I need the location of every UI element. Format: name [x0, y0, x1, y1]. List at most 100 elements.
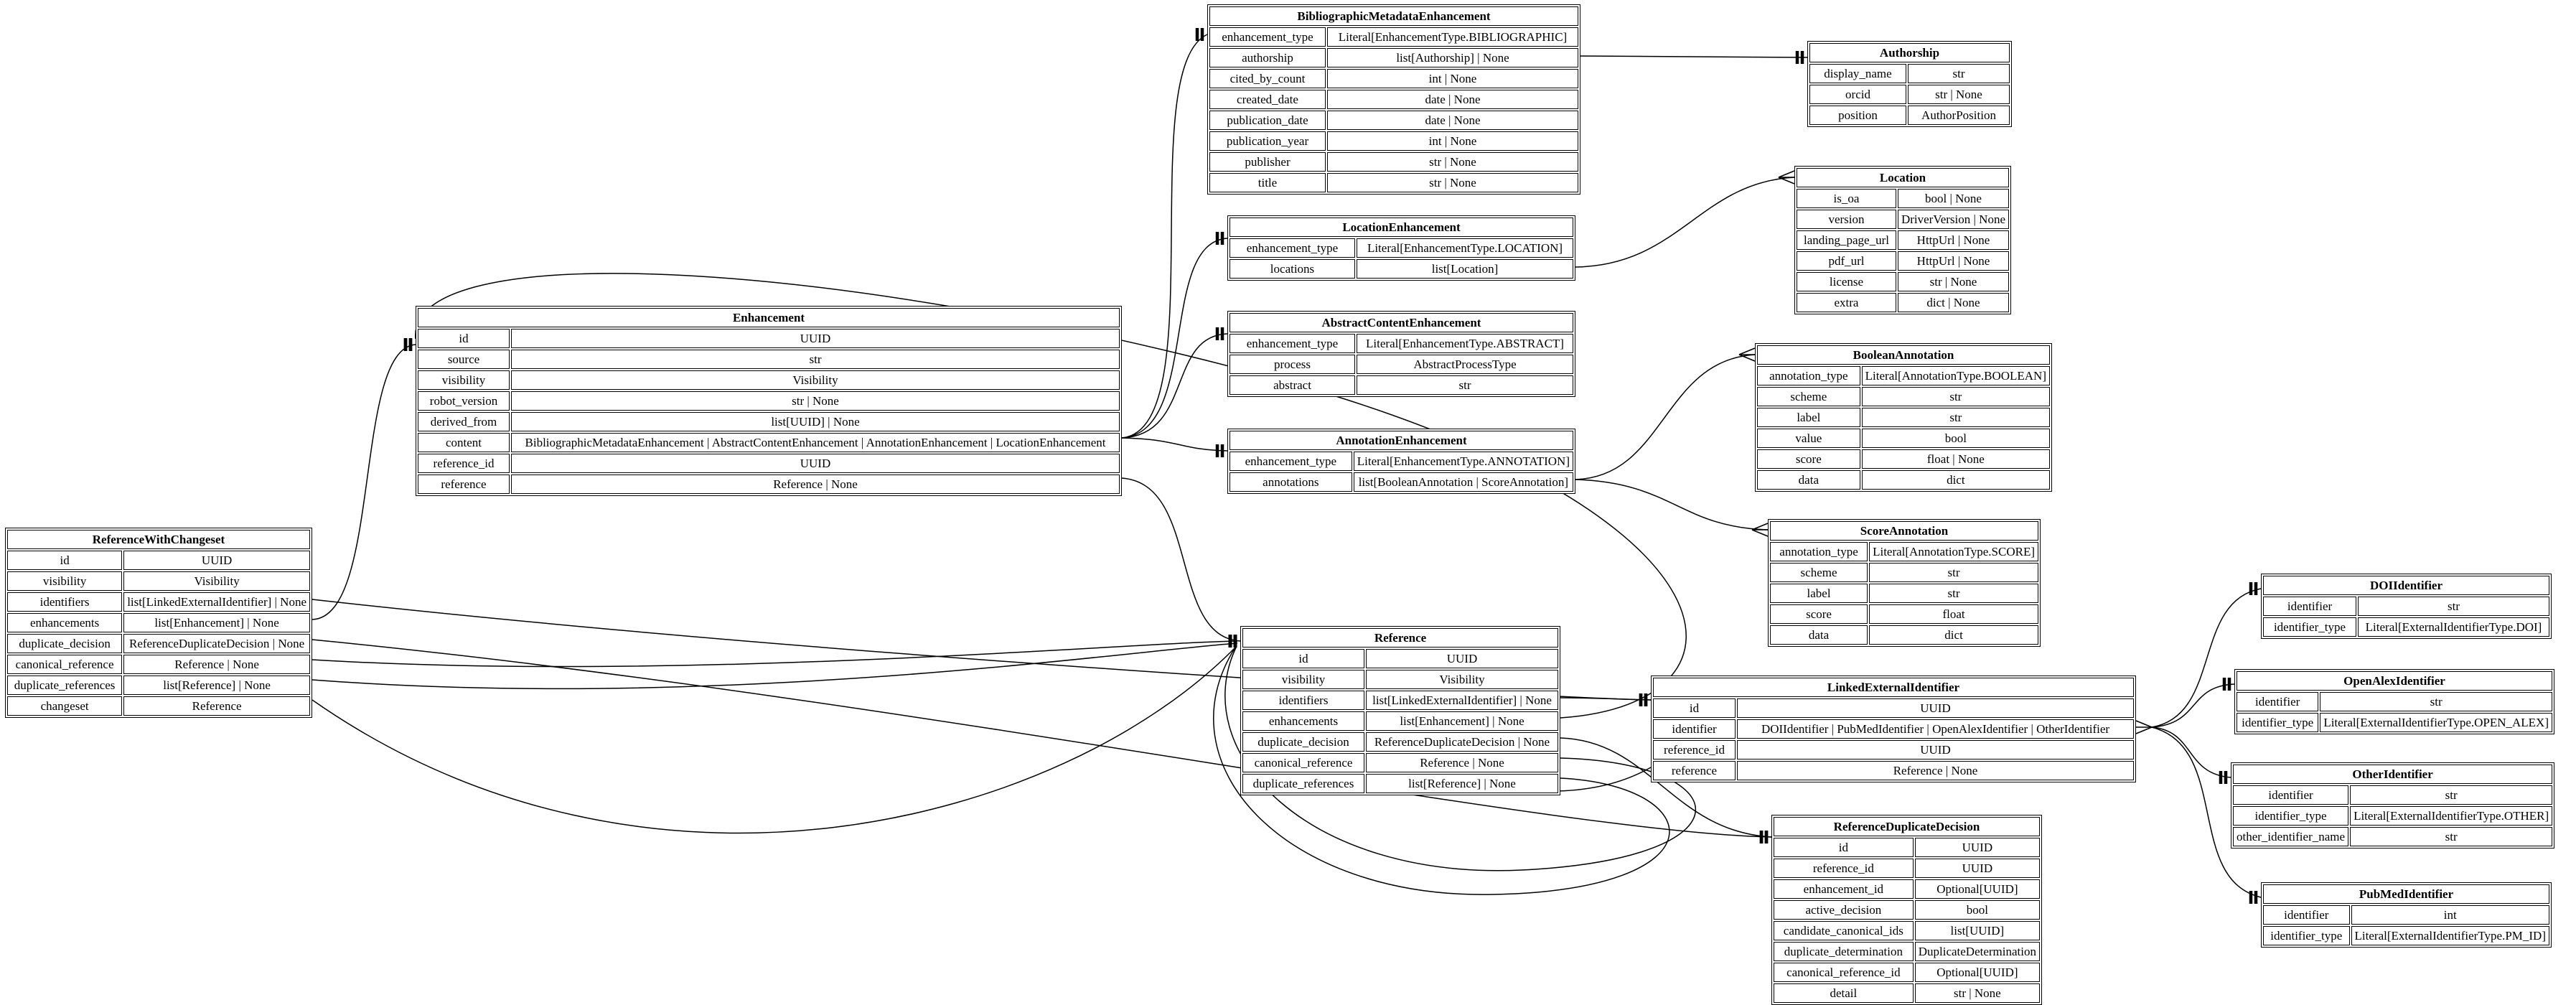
field-name: identifier_type — [2237, 713, 2319, 732]
field-name: value — [1757, 429, 1860, 448]
field-type: ReferenceDuplicateDecision | None — [1366, 732, 1558, 752]
edge-linked_external_identifier-identifier-to-other_identifier — [2151, 726, 2231, 778]
field-type: DOIIdentifier | PubMedIdentifier | OpenA… — [1737, 719, 2134, 739]
field-type: str — [1861, 387, 2050, 406]
field-type: DuplicateDetermination — [1914, 942, 2040, 961]
field-type: UUID — [1366, 649, 1558, 668]
field-type: Literal[AnnotationType.BOOLEAN] — [1861, 366, 2050, 385]
field-type: str | None — [1327, 173, 1578, 192]
field-name: enhancements — [7, 613, 123, 632]
entity-title: PubMedIdentifier — [2263, 884, 2549, 904]
entity-title: ScoreAnnotation — [1770, 521, 2038, 541]
field-type: float — [1869, 604, 2038, 624]
field-name: scheme — [1770, 563, 1868, 582]
field-type: Literal[EnhancementType.LOCATION] — [1357, 238, 1573, 258]
field-type: int | None — [1327, 69, 1578, 88]
field-type: Literal[ExternalIdentifierType.OPEN_ALEX… — [2320, 713, 2552, 732]
field-type: int | None — [1327, 131, 1578, 151]
entity-title: OpenAlexIdentifier — [2237, 671, 2552, 691]
field-type: str — [1908, 64, 2010, 83]
field-name: id — [1774, 838, 1914, 857]
edge-reference-identifiers-to-linked_external_identifier — [1560, 697, 1652, 701]
field-name: publisher — [1209, 152, 1326, 172]
field-type: str | None — [1908, 85, 2010, 104]
field-type: bool | None — [1897, 189, 2009, 208]
field-name: annotation_type — [1757, 366, 1860, 385]
entity-title: Authorship — [1809, 43, 2010, 62]
edge-enhancement-reference-to-reference — [1121, 477, 1241, 642]
field-name: enhancement_type — [1230, 334, 1355, 353]
edge-reference-canonical_reference-to-reference — [1224, 645, 1697, 871]
entity-title: AbstractContentEnhancement — [1230, 313, 1573, 332]
field-type: Reference — [123, 696, 310, 716]
field-type: list[LinkedExternalIdentifier] | None — [1366, 691, 1558, 710]
field-name: other_identifier_name — [2233, 827, 2349, 846]
field-name: enhancement_type — [1209, 27, 1326, 47]
field-name: abstract — [1230, 375, 1355, 395]
edge-reference_with_changeset-canonical_reference-to-reference — [312, 640, 1238, 668]
edge-reference_with_changeset-duplicate_references-to-reference — [312, 642, 1238, 690]
field-name: process — [1230, 355, 1355, 374]
field-name: identifier — [2237, 692, 2319, 711]
field-type: str | None — [511, 391, 1120, 411]
field-type: UUID — [1914, 838, 2040, 857]
field-name: authorship — [1209, 48, 1326, 67]
edge-annotation_enhancement-annotations-to-boolean_annotation — [1575, 354, 1756, 480]
field-type: UUID — [511, 329, 1120, 348]
edge-annotation_enhancement-annotations-to-score_annotation — [1575, 479, 1769, 530]
entity-title: LocationEnhancement — [1230, 218, 1573, 237]
field-type: Optional[UUID] — [1914, 963, 2040, 982]
entity-title: BooleanAnnotation — [1757, 345, 2050, 365]
field-name: reference_id — [1653, 740, 1736, 759]
field-name: id — [7, 551, 123, 570]
field-type: Literal[EnhancementType.ABSTRACT] — [1357, 334, 1573, 353]
entity-title: DOIIdentifier — [2263, 576, 2549, 595]
field-name: reference — [1653, 761, 1736, 780]
entity-title: ReferenceWithChangeset — [7, 530, 310, 549]
field-name: robot_version — [418, 391, 510, 411]
field-name: id — [1653, 698, 1736, 718]
field-type: Literal[EnhancementType.BIBLIOGRAPHIC] — [1327, 27, 1578, 47]
field-name: duplicate_decision — [1242, 732, 1364, 752]
entity-title: LinkedExternalIdentifier — [1653, 678, 2134, 697]
field-name: scheme — [1757, 387, 1860, 406]
field-type: date | None — [1327, 111, 1578, 130]
field-name: canonical_reference — [1242, 753, 1364, 772]
field-name: reference_id — [1774, 859, 1914, 878]
